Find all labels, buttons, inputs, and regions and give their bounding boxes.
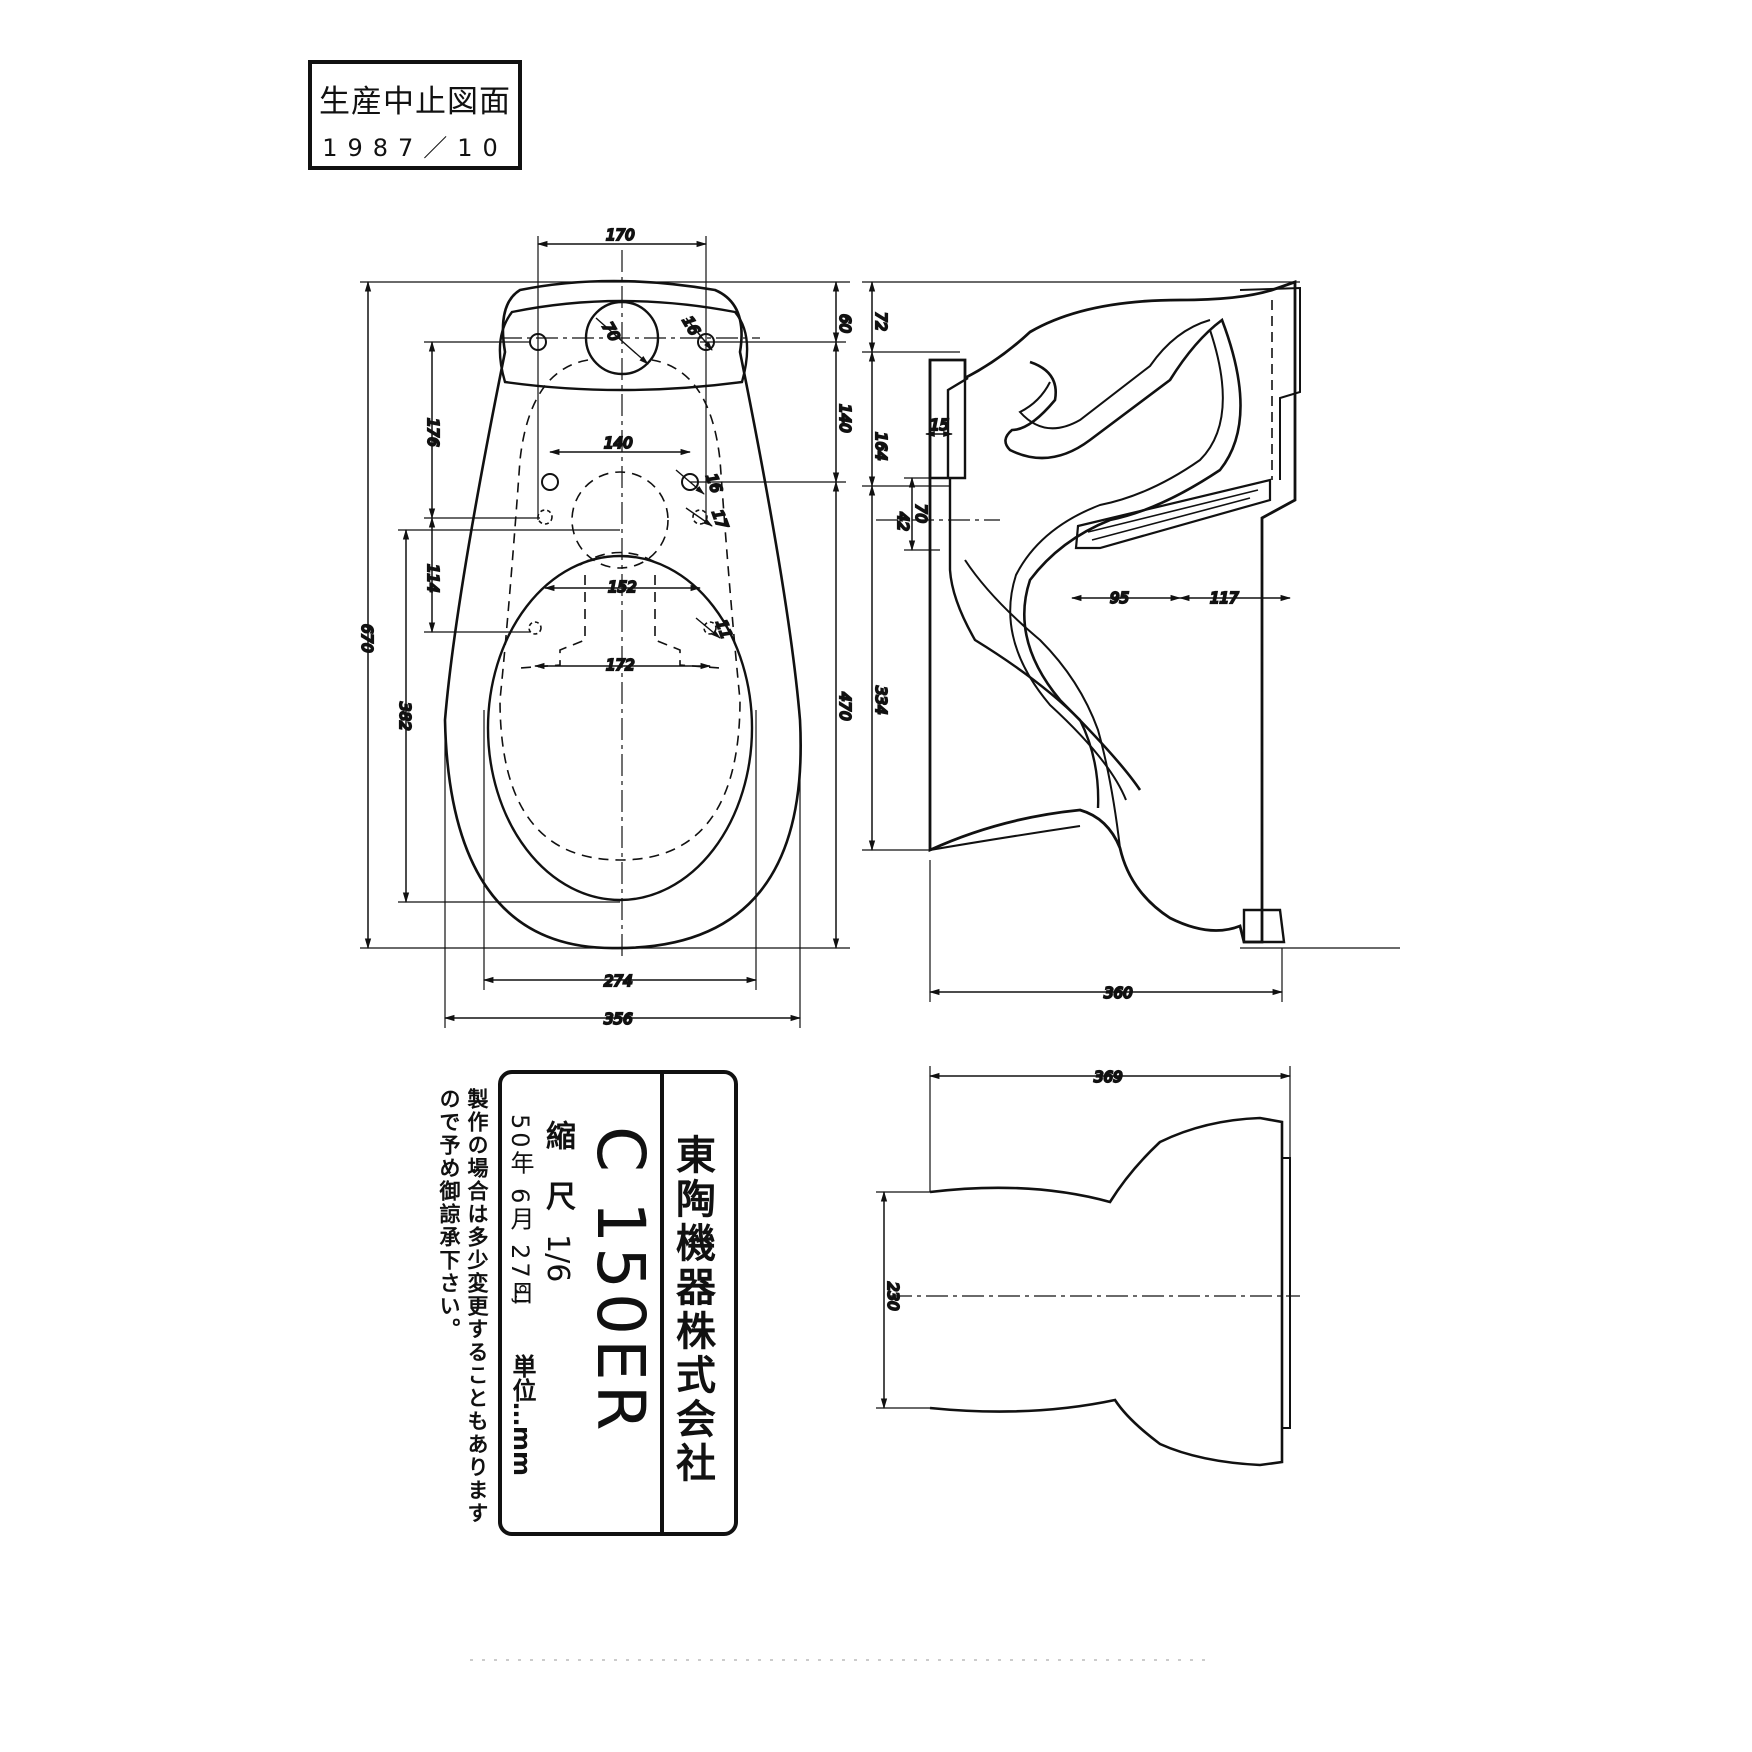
side-section-view: 72 15 164 70 42 95 117 334 360: [862, 280, 1400, 1003]
dim-plan-140a: 140: [836, 404, 854, 433]
plan-hidden-outlet-circle: [571, 471, 669, 569]
side-floor-base: [929, 825, 1081, 851]
dim-side-117: 117: [1210, 589, 1239, 607]
note-line-2: ので予め御諒承下さい。: [437, 1088, 461, 1341]
dim-plan-382: 382: [396, 702, 414, 731]
scale-value: 1/6: [540, 1234, 575, 1283]
dim-plan-152: 152: [608, 578, 637, 596]
dim-plan-60: 60: [836, 314, 854, 333]
side-flange: [1242, 908, 1286, 944]
side-trapway-outer: [1004, 317, 1242, 791]
dim-plan-274: 274: [604, 972, 633, 990]
dim-plan-670: 670: [358, 624, 376, 653]
unit-label: 単位…mm: [508, 1354, 536, 1477]
dim-plan-172: 172: [606, 656, 635, 674]
side-rim-wall-inner: [964, 559, 1121, 849]
dim-plan-356: 356: [604, 1010, 633, 1028]
plan-view: 170 60 70 16 140 176 140 16 17 114 152 1…: [357, 225, 855, 1029]
note-line-1: 製作の場合は多少変更することもあります: [465, 1088, 489, 1525]
plan-hidden-inner: [499, 359, 741, 861]
discontinued-stamp: 生産中止図面 1987／10: [308, 60, 522, 170]
side-jet-channel: [1074, 478, 1272, 550]
plan-floor-hole-left: [528, 621, 542, 635]
plan-hidden-hole-left: [537, 509, 553, 525]
dim-front-369: 369: [1094, 1068, 1123, 1086]
scale-label: 縮 尺: [540, 1120, 575, 1221]
dim-side-72: 72: [872, 312, 890, 331]
plan-hidden-hole-right: [692, 509, 708, 525]
plan-floor-hole-right: [703, 621, 717, 635]
dim-side-42: 42: [894, 512, 912, 531]
plan-seat-bolt-left: [541, 473, 559, 491]
dim-side-164: 164: [872, 432, 890, 461]
dim-plan-114: 114: [424, 564, 442, 593]
title-block-divider: [660, 1074, 664, 1532]
drafter-initials: 9.J: [511, 1284, 530, 1304]
title-block: 東陶機器株式会社 C 150ER 縮 尺 1/6 50年 6月 27日 9.J …: [498, 1070, 738, 1536]
stamp-date: 1987／10: [322, 134, 508, 162]
side-outer-profile: [928, 280, 1297, 944]
side-inlet-channel: [928, 360, 969, 480]
front-view: 369 230: [876, 1066, 1300, 1467]
plan-tank-deck: [498, 299, 749, 392]
dim-side-334: 334: [872, 686, 890, 715]
dim-side-95: 95: [1110, 589, 1129, 607]
side-jet-channel-inner: [1087, 489, 1259, 541]
dim-side-360: 360: [1104, 984, 1133, 1002]
dim-side-70: 70: [912, 504, 930, 523]
plan-hidden-outlet: [579, 551, 661, 566]
model-number: C 150ER: [582, 1126, 659, 1435]
company-name: 東陶機器株式会社: [669, 1134, 715, 1486]
front-back-edge: [1282, 1157, 1291, 1429]
dim-plan-17: 17: [708, 507, 732, 532]
side-rim-wall-outer: [948, 378, 1100, 809]
stamp-title: 生産中止図面: [319, 84, 511, 120]
dim-plan-140b: 140: [604, 434, 633, 452]
side-trapway-inner: [1009, 319, 1224, 801]
dim-plan-470: 470: [836, 692, 854, 721]
dim-plan-170: 170: [606, 226, 635, 244]
front-outline: [929, 1116, 1284, 1467]
dim-side-15: 15: [930, 416, 949, 434]
dim-front-230: 230: [884, 1282, 902, 1311]
side-tank-outline: [1239, 286, 1301, 480]
plan-outer-body: [443, 279, 802, 950]
plan-bowl-rim: [486, 554, 754, 902]
dim-plan-176: 176: [424, 418, 442, 447]
drawing-date: 50年 6月 27日: [506, 1114, 534, 1308]
